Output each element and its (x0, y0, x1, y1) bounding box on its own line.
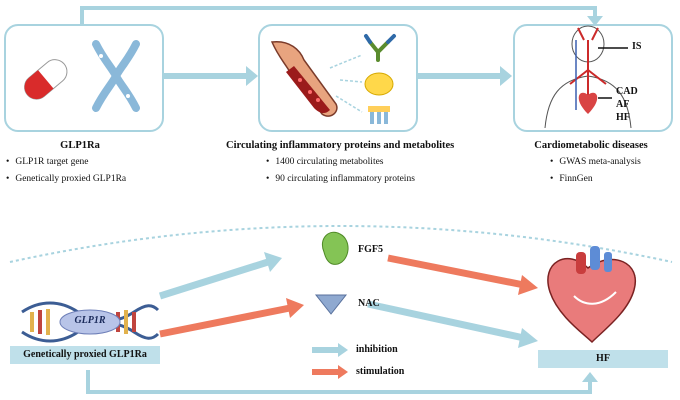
arrow-exposure-to-nac (159, 298, 304, 338)
gene-label: GLP1R (74, 315, 106, 326)
list-item: 1400 circulating metabolites (266, 154, 415, 171)
diseases-bullets: GWAS meta-analysis FinnGen (550, 154, 641, 188)
list-item: 90 circulating inflammatory proteins (266, 171, 415, 188)
fgf5-icon (322, 231, 349, 265)
list-item: Genetically proxied GLP1Ra (6, 171, 126, 188)
chromosome-icon (92, 40, 140, 112)
disease-label-af: AF (616, 99, 630, 110)
disease-label-is: IS (632, 41, 642, 52)
heart-icon (547, 246, 637, 344)
disease-label-hf: HF (616, 112, 630, 123)
legend-stimulation-arrow (312, 365, 348, 379)
arrow-fgf5-to-hf (387, 254, 538, 295)
gene-label-oval (59, 309, 121, 335)
glp1ra-title: GLP1Ra (60, 140, 100, 151)
top-connector-arrow (80, 6, 603, 26)
glp1ra-bullets: GLP1R target gene Genetically proxied GL… (6, 154, 126, 188)
receptor-icon (368, 106, 390, 124)
legend-stimulation-label: stimulation (356, 366, 405, 377)
nac-icon (314, 294, 348, 315)
dashed-arc (9, 225, 673, 263)
list-item: FinnGen (550, 171, 641, 188)
arrow-nac-to-hf (367, 300, 538, 348)
exposure-label: Genetically proxied GLP1Ra (10, 346, 160, 364)
mediator-fgf5-label: FGF5 (358, 244, 383, 255)
bottom-connector-arrow (86, 370, 598, 394)
legend-inhibition-label: inhibition (356, 344, 398, 355)
connector-arrow-1 (162, 66, 258, 86)
antibody-icon (364, 34, 396, 62)
blood-vessel-icon (270, 41, 338, 117)
disease-label-cad: CAD (616, 86, 638, 97)
arrow-exposure-to-fgf5 (158, 252, 282, 300)
body-vasculature-icon (544, 25, 632, 129)
list-item: GWAS meta-analysis (550, 154, 641, 171)
mediator-nac-label: NAC (358, 298, 380, 309)
list-item: GLP1R target gene (6, 154, 126, 171)
diseases-title: Cardiometabolic diseases (534, 140, 648, 151)
connector-arrow-2 (416, 66, 512, 86)
mediators-title: Circulating inflammatory proteins and me… (226, 140, 455, 151)
mediators-bullets: 1400 circulating metabolites 90 circulat… (266, 154, 415, 188)
metabolite-icon (364, 72, 394, 96)
pill-icon (24, 59, 68, 100)
outcome-label: HF (538, 350, 668, 368)
legend-inhibition-arrow (312, 343, 348, 357)
